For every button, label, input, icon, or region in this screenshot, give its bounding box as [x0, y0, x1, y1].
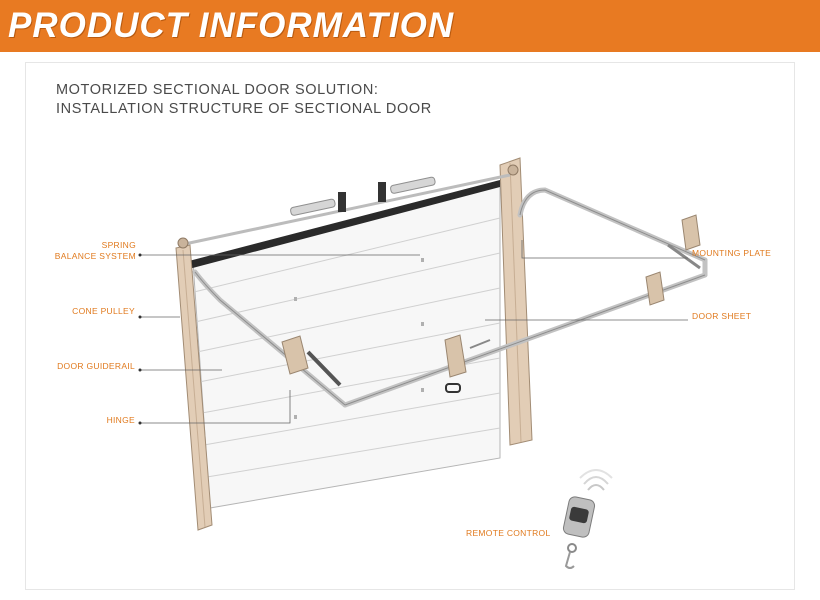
callout-lines — [140, 240, 688, 424]
label-balance-system: BALANCE SYSTEM — [54, 251, 136, 261]
door-top-seal — [185, 180, 500, 270]
header-banner: PRODUCT INFORMATION — [0, 0, 820, 52]
label-mounting-plate: MOUNTING PLATE — [692, 248, 772, 258]
spring-bracket-right — [378, 182, 386, 202]
diagram-heading-line2: INSTALLATION STRUCTURE OF SECTIONAL DOOR — [56, 101, 432, 117]
label-door-sheet: DOOR SHEET — [692, 311, 752, 321]
diagram-heading-line1: MOTORIZED SECTIONAL DOOR SOLUTION: — [56, 82, 379, 98]
label-door-guiderail: DOOR GUIDERAIL — [57, 361, 135, 371]
door-handle — [445, 383, 461, 393]
cone-pulley-left — [177, 237, 189, 249]
right-jamb — [499, 157, 533, 446]
spring-bracket-left — [338, 192, 346, 212]
spring-left — [290, 198, 336, 216]
spring-right — [390, 176, 436, 194]
mounting-plate-left — [281, 335, 309, 375]
mounting-plate-top — [681, 214, 701, 251]
cone-pulley-right — [507, 164, 519, 176]
remote-control-icon — [562, 469, 613, 569]
page-title: PRODUCT INFORMATION — [8, 6, 455, 45]
label-cone-pulley: CONE PULLEY — [72, 306, 135, 316]
label-hinge: HINGE — [106, 415, 135, 425]
mounting-plate-center — [444, 334, 467, 378]
callout-dots — [138, 253, 142, 425]
horizontal-tracks-inner — [194, 189, 706, 406]
label-remote-control: REMOTE CONTROL — [466, 528, 551, 538]
content-frame — [25, 62, 795, 590]
label-spring: SPRING — [101, 240, 136, 250]
mounting-plate-right — [645, 271, 665, 306]
